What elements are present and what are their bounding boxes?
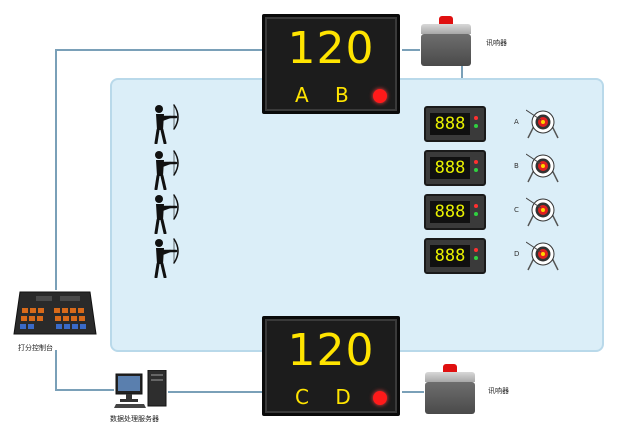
desktop-computer-icon xyxy=(114,370,167,408)
scoring-console-icon xyxy=(13,291,97,335)
main-score-top: 120 xyxy=(287,23,375,74)
archer-icon xyxy=(154,194,179,234)
archer-icon xyxy=(154,150,179,190)
lane-display: 888 xyxy=(430,113,470,135)
lane-letter-b: B xyxy=(514,162,519,170)
wire-console-to-server xyxy=(55,350,114,391)
archery-target-icon xyxy=(526,109,559,139)
buzzer-bottom-label: 讯响器 xyxy=(488,387,509,395)
lane-letter-a: A xyxy=(514,118,519,126)
indicator-light-top xyxy=(373,89,387,103)
shooting-field xyxy=(110,78,604,352)
data-server-label: 数据处理服务器 xyxy=(110,415,159,423)
lane-scoreboard-b: 888 xyxy=(424,150,486,186)
buzzer-top-label: 讯响器 xyxy=(486,39,507,47)
archery-target-icon xyxy=(526,241,559,271)
scoring-console-label: 打分控制台 xyxy=(18,344,53,352)
indicator-light-bottom xyxy=(373,391,387,405)
lane-scoreboard-d: 888 xyxy=(424,238,486,274)
archer-icon xyxy=(154,104,179,144)
lane-display: 888 xyxy=(430,201,470,223)
lane-display: 888 xyxy=(430,157,470,179)
buzzer-top xyxy=(420,16,476,66)
archer-icon xyxy=(154,238,179,278)
lane-letter-c: C xyxy=(514,206,519,214)
lane-letter-d: D xyxy=(514,250,520,258)
siren-icon xyxy=(439,16,453,24)
main-lanes-bottom: C D xyxy=(295,385,361,409)
main-score-bottom: 120 xyxy=(287,325,375,376)
siren-icon xyxy=(443,364,457,372)
lane-scoreboard-c: 888 xyxy=(424,194,486,230)
main-lanes-top: A B xyxy=(295,83,359,107)
archery-target-icon xyxy=(526,197,559,227)
archery-target-icon xyxy=(526,153,559,183)
lane-display: 888 xyxy=(430,245,470,267)
wire-console-to-top-board xyxy=(55,49,262,290)
buzzer-bottom xyxy=(424,364,480,416)
lane-scoreboard-a: 888 xyxy=(424,106,486,142)
main-scoreboard-top: 120 A B xyxy=(262,14,400,114)
main-scoreboard-bottom: 120 C D xyxy=(262,316,400,416)
